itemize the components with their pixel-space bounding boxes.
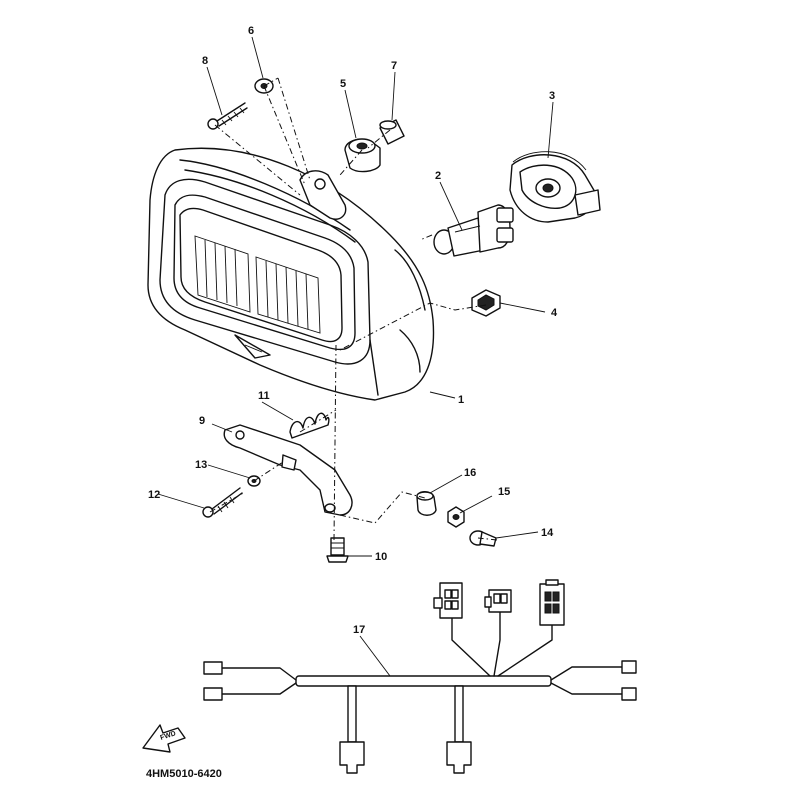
callout-6: 6	[248, 25, 254, 37]
callout-10: 10	[375, 551, 387, 563]
callout-11: 11	[258, 390, 270, 402]
front-arrow-label: FWD	[159, 730, 176, 742]
screw-upper	[207, 102, 248, 130]
spring	[289, 412, 330, 439]
mount-bracket	[223, 424, 353, 516]
callout-2: 2	[435, 170, 441, 182]
callout-12: 12	[148, 489, 160, 501]
callout-4: 4	[551, 307, 558, 319]
callout-1: 1	[458, 394, 464, 406]
lens-pattern	[204, 239, 309, 330]
collar	[379, 119, 405, 145]
connector-mid	[484, 589, 512, 613]
callout-labels: 1 2 3 4 5 6 7 8 9 10 11 12 13 14 15 16 1…	[148, 25, 558, 636]
bolt	[326, 537, 349, 563]
connector-right	[539, 579, 565, 626]
callout-17: 17	[353, 624, 365, 636]
callout-3: 3	[549, 90, 555, 102]
grommet	[344, 138, 381, 173]
spacer	[416, 491, 437, 516]
callout-7: 7	[391, 60, 397, 72]
callout-5: 5	[340, 78, 346, 90]
wire-harness	[203, 579, 637, 774]
bulb-cover	[509, 151, 601, 223]
drawing-code: 4HM5010-6420	[146, 768, 222, 780]
screw-lower	[202, 487, 243, 518]
headlight-unit	[147, 147, 435, 401]
callout-16: 16	[464, 467, 476, 479]
socket-nut	[471, 289, 501, 317]
headlight-bulb	[433, 204, 514, 257]
callout-9: 9	[199, 415, 205, 427]
callout-14: 14	[541, 527, 554, 539]
callout-15: 15	[498, 486, 510, 498]
connector-left	[433, 582, 463, 619]
callout-13: 13	[195, 459, 207, 471]
leader-lines	[157, 36, 554, 677]
callout-8: 8	[202, 55, 208, 67]
assembly-lines	[209, 77, 498, 541]
nut	[447, 506, 465, 528]
front-direction-arrow: FWD	[142, 724, 186, 753]
